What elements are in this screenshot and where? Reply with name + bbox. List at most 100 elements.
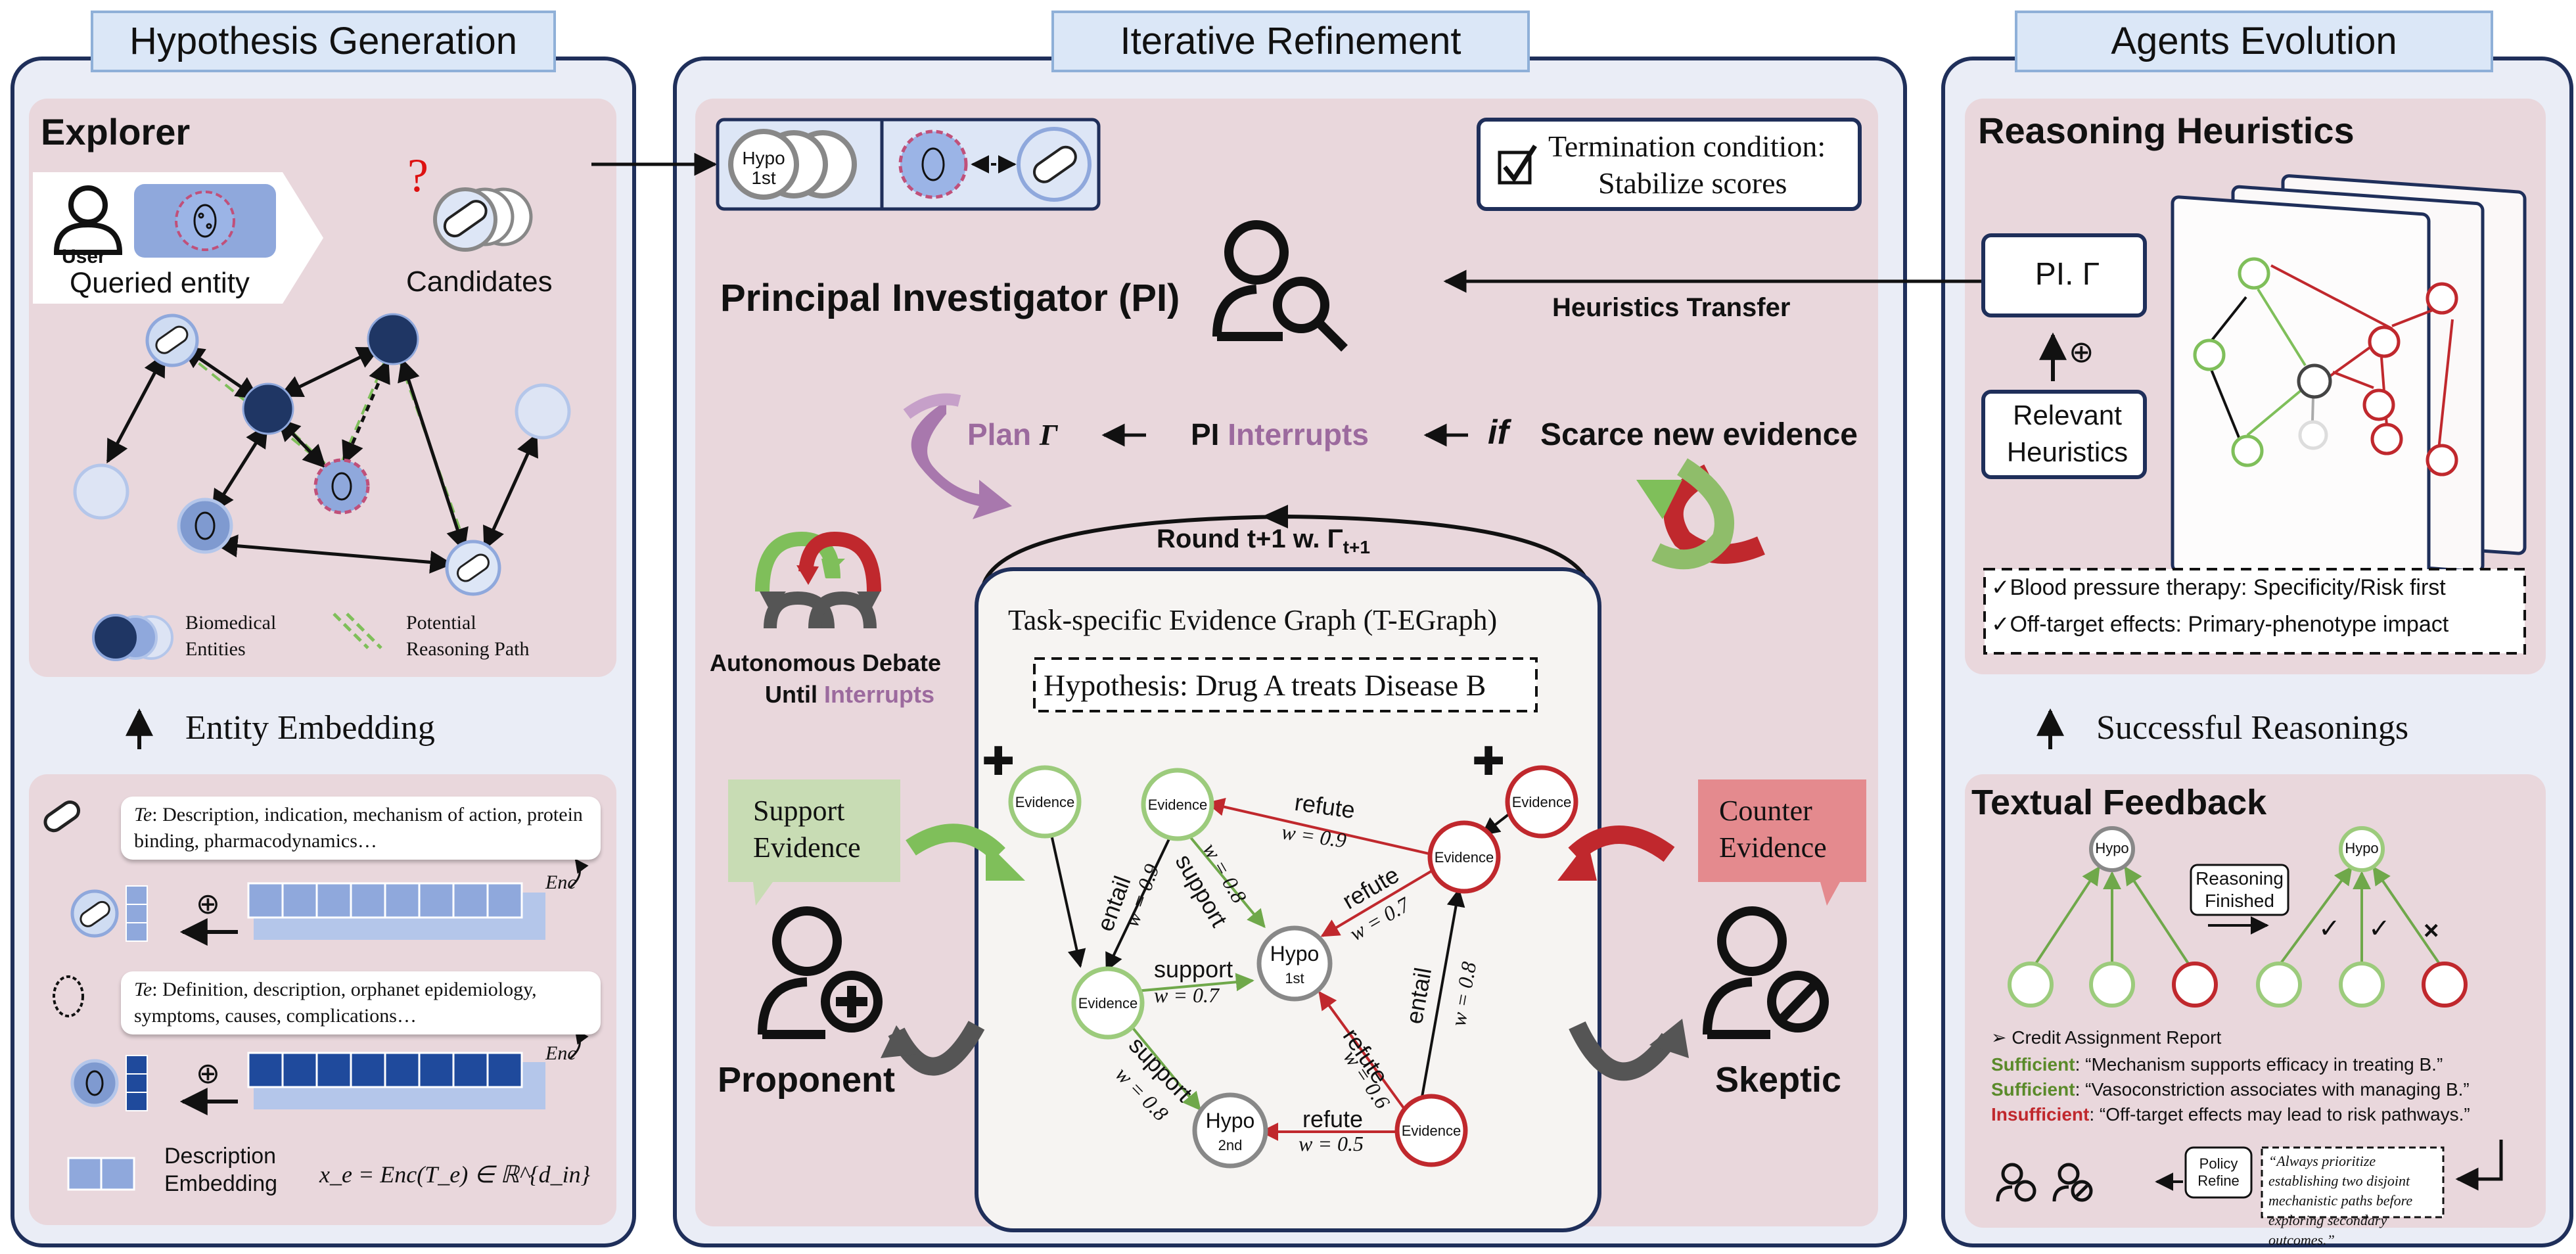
scarce-evidence-label: Scarce new evidence [1540, 417, 1858, 452]
skeptic-user-block-icon [1703, 906, 1829, 1039]
edge-weight: w = 0.7 [1154, 983, 1219, 1007]
question-mark: ? [407, 149, 428, 202]
autonomous-debate-line2: Until Interrupts [765, 681, 934, 708]
candidates-label: Candidates [406, 266, 553, 298]
pi-interrupts-pi: PI [1191, 417, 1220, 452]
feedback-text: : “Mechanism supports efficacy in treati… [2075, 1054, 2443, 1075]
plus-sign-right: ✚ [1472, 739, 1506, 783]
oplus-disease: ⊕ [196, 1057, 220, 1090]
panel-title-hypothesis-generation: Hypothesis Generation [91, 11, 556, 72]
hypo2-text: Hypo [1205, 1109, 1255, 1132]
round-text: Round t+1 w. Γ [1157, 524, 1343, 553]
proponent-user-plus-icon [758, 906, 883, 1039]
edge-label: refute [1302, 1105, 1364, 1132]
user-icon [53, 185, 123, 255]
queried-entity-label: Queried entity [70, 267, 250, 299]
oplus-drug: ⊕ [196, 888, 220, 920]
hypo2-sup: 2nd [1218, 1137, 1243, 1153]
pi-gamma-label: PI. Γ [2035, 257, 2100, 292]
user-label: User [62, 246, 106, 267]
edge-label: support [1154, 956, 1233, 983]
explorer-title: Explorer [41, 111, 191, 152]
successful-reasonings-label: Successful Reasonings [2096, 709, 2409, 747]
evidence-node-label: Evidence [1015, 794, 1075, 810]
check-mark: ✓ [2318, 914, 2341, 943]
termination-line1: Termination condition: [1548, 129, 1826, 163]
hypo1-text: Hypo [1270, 942, 1320, 965]
if-label: if [1488, 413, 1509, 452]
evidence-node-label: Evidence [1511, 794, 1572, 810]
plan-label: Plan Γ [967, 417, 1058, 452]
cross-mark: × [2424, 916, 2439, 945]
pi-interrupts-word: Interrupts [1228, 417, 1369, 452]
reasoning-finished-label: Reasoning Finished [2196, 868, 2284, 911]
feedback-text: : “Off-target effects may lead to risk p… [2089, 1104, 2470, 1125]
candidate-pills-icon [433, 187, 533, 252]
pi-title: Principal Investigator (PI) [720, 277, 1180, 319]
evidence-node-label: Evidence [1434, 849, 1494, 866]
policy-refine-label: Policy Refine [2197, 1155, 2240, 1189]
feedback-label: Sufficient [1991, 1054, 2075, 1075]
edge-weight: w = 0.5 [1299, 1132, 1364, 1155]
disease-description-callout: Te: Definition, description, orphanet ep… [121, 971, 601, 1034]
evidence-node-label: Evidence [1147, 797, 1208, 813]
feedback-text: : “Vasoconstriction associates with mana… [2075, 1079, 2470, 1100]
autonomous-debate-line1: Autonomous Debate [710, 649, 942, 676]
enc-label-drug: Enc [545, 871, 576, 893]
autonomous-interrupts: Interrupts [824, 681, 935, 708]
drug-te-symbol: Te [134, 804, 152, 825]
heuristics-transfer-label: Heuristics Transfer [1552, 293, 1791, 322]
panel-title-iterative-refinement: Iterative Refinement [1051, 11, 1530, 72]
legend-entities-label: Biomedical Entities [185, 612, 277, 660]
feedback-hypo-label: Hypo [2345, 840, 2379, 856]
enc-label-disease: Enc [545, 1042, 576, 1064]
feedback-line: Sufficient: “Vasoconstriction associates… [1991, 1079, 2470, 1100]
feedback-line: Sufficient: “Mechanism supports efficacy… [1991, 1054, 2443, 1075]
plan-word: Plan [967, 417, 1032, 452]
plus-sign-left: ✚ [982, 739, 1015, 783]
relevant-heuristics-label: Relevant Heuristics [2006, 400, 2128, 467]
reasoning-heuristics-title: Reasoning Heuristics [1978, 110, 2355, 151]
heuristic-item: ✓Off-target effects: Primary-phenotype i… [1991, 612, 2449, 637]
agents-small-icons [1996, 1163, 2093, 1202]
counter-evidence-label: Counter Evidence [1719, 795, 1827, 864]
graph-title: Task-specific Evidence Graph (T-EGraph) [1008, 604, 1498, 636]
hypothesis-box-text: Hypothesis: Drug A treats Disease B [1044, 668, 1486, 702]
evidence-node-label: Evidence [1401, 1123, 1461, 1139]
pi-search-icon [1212, 220, 1348, 352]
policy-quote: “Always prioritize establishing two disj… [2268, 1153, 2413, 1248]
skeptic-label: Skeptic [1715, 1060, 1842, 1100]
textual-feedback-title: Textual Feedback [1971, 783, 2267, 822]
description-embedding-label: Description Embedding [164, 1144, 278, 1196]
heuristic-item: ✓Blood pressure therapy: Specificity/Ris… [1991, 575, 2446, 600]
entity-embedding-label: Entity Embedding [185, 709, 435, 747]
embedding-formula: x_e = Enc(T_e) ∈ ℝ^{d_in} [319, 1161, 591, 1188]
round-label: Round t+1 w. Γt+1 [1157, 524, 1370, 558]
drug-description-callout: Te: Description, indication, mechanism o… [121, 797, 601, 860]
feedback-label: Sufficient [1991, 1079, 2075, 1100]
feedback-line: Insufficient: “Off-target effects may le… [1991, 1104, 2470, 1125]
evidence-node-label: Evidence [1078, 995, 1138, 1011]
check-mark: ✓ [2368, 914, 2391, 943]
disease-te-symbol: Te [134, 979, 152, 1000]
virus-icon [193, 204, 217, 238]
feedback-label: Insufficient [1991, 1104, 2090, 1125]
panel-title-agents-evolution: Agents Evolution [2015, 11, 2493, 72]
autonomous-until: Until [765, 681, 817, 708]
round-sub: t+1 [1343, 537, 1370, 557]
support-evidence-label: Support Evidence [753, 795, 861, 864]
legend-path-label: Potential Reasoning Path [406, 612, 530, 660]
hypo2-node-label: Hypo 2nd [1197, 1109, 1263, 1157]
pi-interrupts-label: PI Interrupts [1191, 417, 1369, 452]
plan-gamma: Γ [1039, 418, 1058, 452]
hypo-stack-label-1: Hypo 1st [742, 148, 785, 188]
hypo1-sup: 1st [1285, 970, 1304, 987]
disease-description-text: : Definition, description, orphanet epid… [134, 979, 537, 1027]
proponent-label: Proponent [718, 1060, 895, 1100]
drug-description-text: : Description, indication, mechanism of … [134, 804, 583, 852]
oplus-heuristics: ⊕ [2069, 335, 2094, 369]
termination-line2: Stabilize scores [1598, 166, 1787, 200]
feedback-hypo-label: Hypo [2095, 840, 2129, 856]
credit-report-title: ➢ Credit Assignment Report [1991, 1027, 2222, 1048]
